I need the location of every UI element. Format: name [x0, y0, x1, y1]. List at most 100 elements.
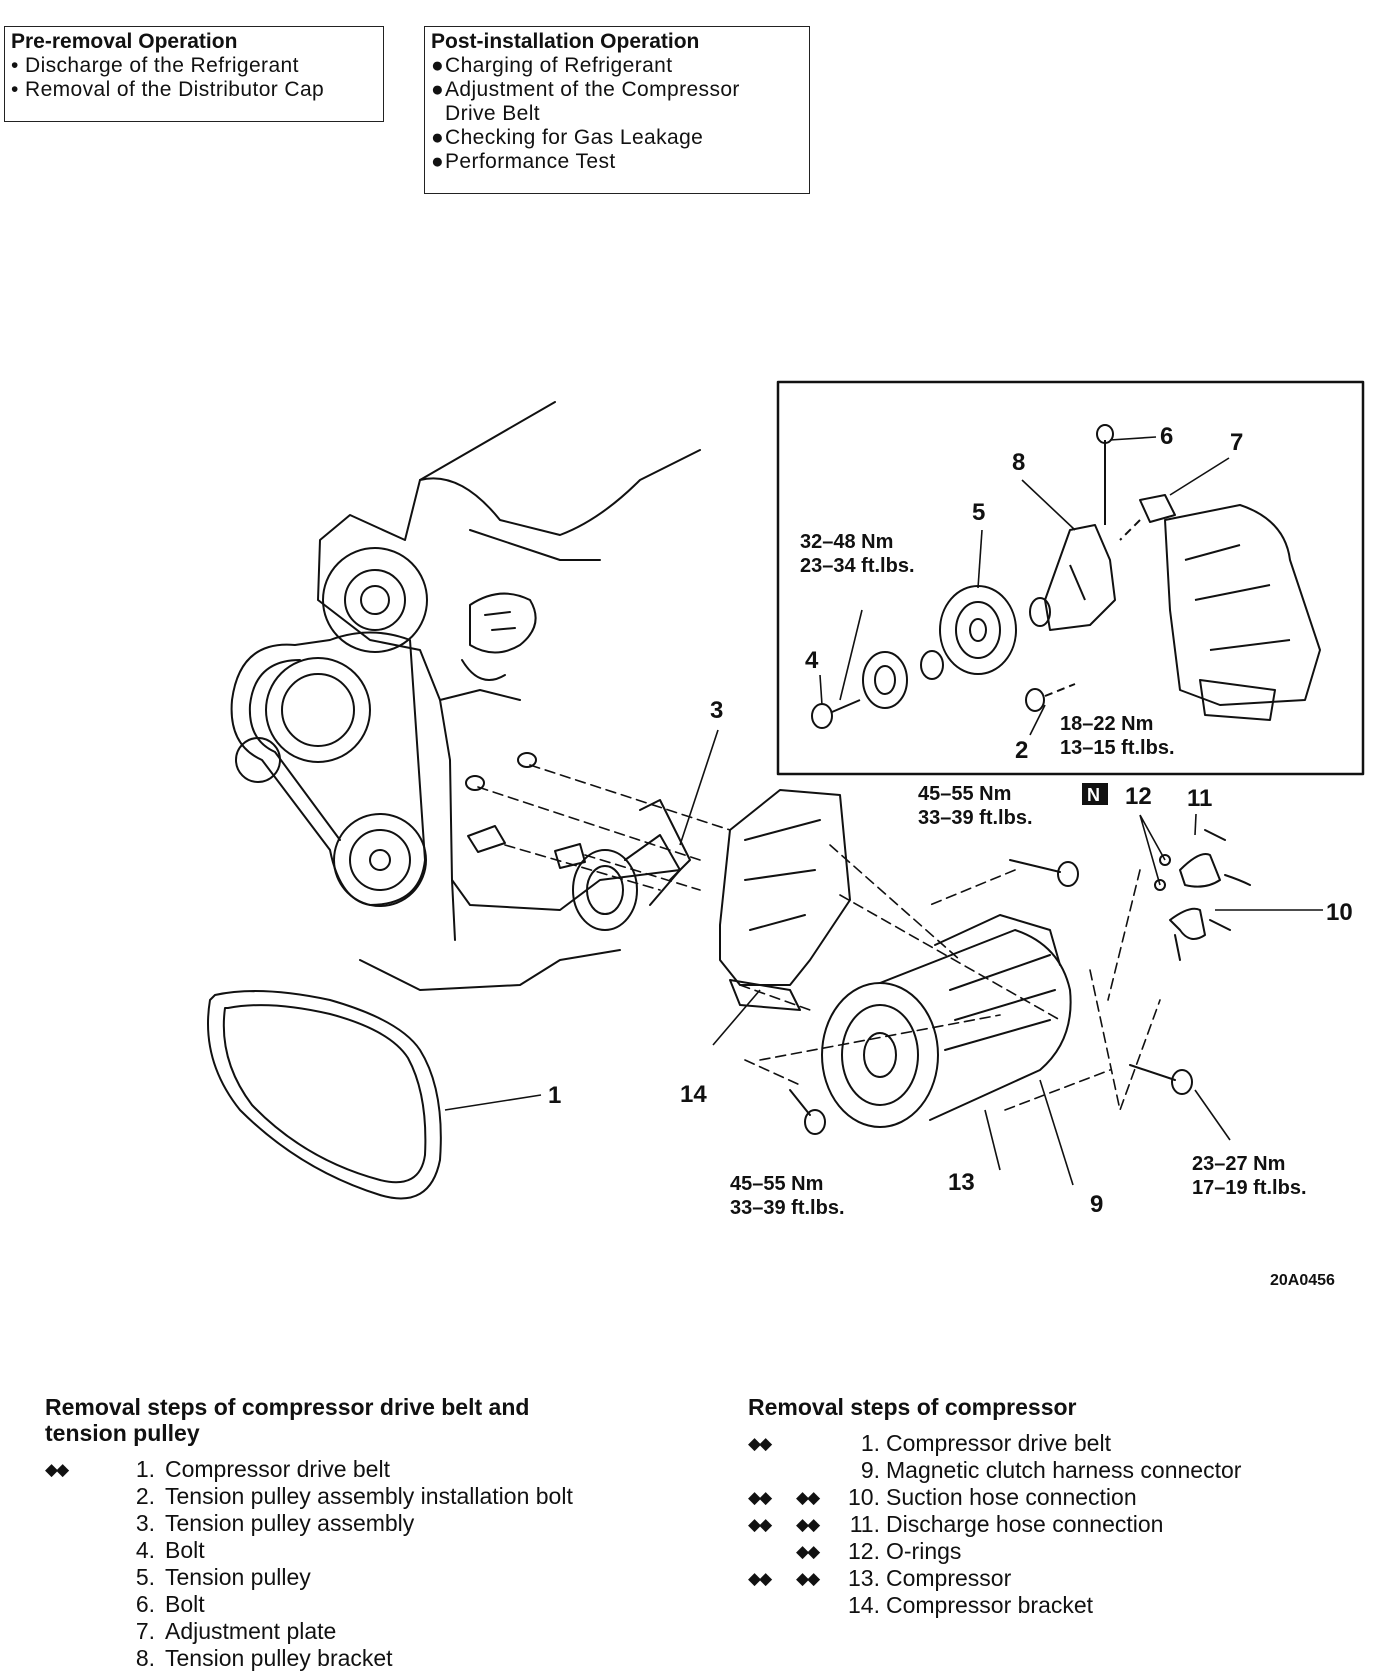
step-text: Bolt [165, 1537, 205, 1563]
post-installation-box: Post-installation Operation ●Charging of… [424, 26, 810, 194]
step-text: Discharge hose connection [886, 1511, 1164, 1537]
pre-removal-item: •Discharge of the Refrigerant [11, 54, 299, 77]
step-text: Tension pulley assembly installation bol… [165, 1483, 573, 1509]
step-number: 8. [135, 1645, 155, 1671]
list-item: 6. Bolt [45, 1591, 685, 1618]
list-item: 3. Tension pulley assembly [45, 1510, 685, 1537]
step-text: Compressor bracket [886, 1592, 1094, 1618]
callout-6: 6 [1160, 423, 1173, 450]
step-text: Magnetic clutch harness connector [886, 1457, 1242, 1483]
post-installation-item: ●Adjustment of the Compressor [431, 78, 740, 101]
step-text: Compressor [886, 1565, 1012, 1591]
belt-steps-title-line2: tension pulley [45, 1420, 200, 1446]
step-number: 10. [848, 1484, 880, 1510]
step-number: 12. [848, 1538, 880, 1564]
bracket-bolts [789, 859, 1193, 1135]
callout-8: 8 [1012, 449, 1025, 476]
list-item: ◆◆◆◆10.Suction hose connection [748, 1484, 1368, 1511]
list-item: 8. Tension pulley bracket [45, 1645, 685, 1672]
callout-11: 11 [1187, 785, 1212, 812]
step-number: 2. [135, 1483, 155, 1509]
service-marker-icon: ◆◆ [748, 1569, 772, 1588]
post-installation-title: Post-installation Operation [431, 30, 700, 53]
torque-45-55-top-nm: 45–55 Nm [918, 783, 1011, 805]
list-item: ◆◆◆◆11.Discharge hose connection [748, 1511, 1368, 1538]
engine-block [317, 401, 701, 991]
step-text: Adjustment plate [165, 1618, 337, 1644]
callout-7: 7 [1230, 429, 1243, 456]
figure-id: 20A0456 [1270, 1272, 1335, 1289]
callout-4: 4 [805, 647, 819, 674]
step-text: Tension pulley assembly [165, 1510, 415, 1536]
cam-pulley [322, 547, 428, 653]
torque-32-48-nm: 32–48 Nm [800, 531, 893, 553]
alignment-lines [477, 764, 1161, 1111]
post-installation-item: ●Charging of Refrigerant [431, 54, 673, 77]
service-marker-icon: ◆◆ [748, 1515, 772, 1534]
callout-14: 14 [680, 1081, 707, 1108]
belt-steps-title-line1: Removal steps of compressor drive belt a… [45, 1394, 530, 1420]
list-item: ◆◆◆◆13.Compressor [748, 1565, 1368, 1592]
list-item: 2. Tension pulley assembly installation b… [45, 1483, 685, 1510]
compressor-drive-belt [207, 990, 442, 1200]
pre-removal-item: •Removal of the Distributor Cap [11, 78, 325, 101]
service-marker-icon: ◆◆ [748, 1488, 772, 1507]
compressor-steps-title: Removal steps of compressor [748, 1394, 1077, 1420]
service-marker-icon: ◆◆ [45, 1460, 69, 1479]
torque-45-55-bottom-ftlbs: 33–39 ft.lbs. [730, 1197, 845, 1219]
torque-45-55-bottom-nm: 45–55 Nm [730, 1173, 823, 1195]
step-text: Compressor drive belt [886, 1430, 1111, 1456]
callout-10: 10 [1326, 899, 1353, 926]
torque-45-55-top-ftlbs: 33–39 ft.lbs. [918, 807, 1033, 829]
engine-pulleys [235, 657, 427, 907]
list-item: ◆◆ 12.O-rings [748, 1538, 1368, 1565]
torque-18-22-nm: 18–22 Nm [1060, 713, 1153, 735]
compressor [821, 914, 1072, 1128]
step-text: Compressor drive belt [165, 1456, 390, 1482]
service-marker-icon: ◆◆ [796, 1569, 820, 1588]
step-text: Tension pulley [165, 1564, 311, 1590]
tension-pulley-assembly [572, 799, 691, 931]
callout-2: 2 [1015, 737, 1028, 764]
post-installation-item: ●Checking for Gas Leakage [431, 126, 704, 149]
hose-connections [1154, 829, 1251, 961]
service-marker-icon: ◆◆ [796, 1488, 820, 1507]
step-number: 4. [135, 1537, 155, 1563]
exploded-diagram: 1 2 3 4 5 6 7 8 9 10 11 12 13 14 N 32–48… [207, 380, 1365, 1219]
step-number: 7. [135, 1618, 155, 1644]
list-item: ◆◆1.Compressor drive belt [748, 1430, 1368, 1457]
engine-drive-belt [230, 631, 426, 906]
list-item: 7. Adjustment plate [45, 1618, 685, 1645]
n-badge: N [1082, 783, 1108, 805]
tension-pulley-inset [776, 380, 1365, 776]
step-number: 3. [135, 1510, 155, 1536]
step-text: Tension pulley bracket [165, 1645, 393, 1671]
block-studs [465, 752, 586, 869]
torque-32-48-ftlbs: 23–34 ft.lbs. [800, 555, 915, 577]
distributor [461, 592, 537, 681]
step-number: 6. [135, 1591, 155, 1617]
compressor-bracket [719, 789, 851, 1011]
callout-1: 1 [548, 1082, 561, 1109]
callout-3: 3 [710, 697, 723, 724]
list-item: 14.Compressor bracket [748, 1592, 1368, 1619]
n-badge-label: N [1087, 785, 1100, 805]
pre-removal-box: Pre-removal Operation •Discharge of the … [4, 26, 384, 122]
callout-5: 5 [972, 499, 985, 526]
step-text: O-rings [886, 1538, 962, 1564]
callout-12: 12 [1125, 783, 1152, 810]
step-number: 9. [860, 1457, 880, 1483]
post-installation-item: Drive Belt [445, 102, 541, 125]
step-number: 11. [849, 1511, 880, 1537]
torque-18-22-ftlbs: 13–15 ft.lbs. [1060, 737, 1175, 759]
list-item: 5. Tension pulley [45, 1564, 685, 1591]
torque-23-27-ftlbs: 17–19 ft.lbs. [1192, 1177, 1307, 1199]
step-text: Bolt [165, 1591, 205, 1617]
compressor-removal-steps: Removal steps of compressor ◆◆1.Compress… [748, 1394, 1368, 1619]
list-item: 9.Magnetic clutch harness connector [748, 1457, 1368, 1484]
service-marker-icon: ◆◆ [796, 1542, 820, 1561]
torque-23-27-nm: 23–27 Nm [1192, 1153, 1285, 1175]
step-number: 5. [135, 1564, 155, 1590]
